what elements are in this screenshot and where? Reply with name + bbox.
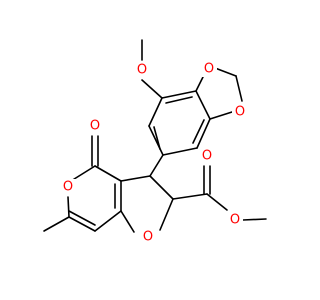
atom-labels: O O O O O O O O bbox=[60, 61, 248, 245]
bond-c6-methyl bbox=[43, 216, 70, 232]
bond-benzene-3 bbox=[196, 118, 211, 149]
bond-benzene-double-1 bbox=[165, 96, 193, 104]
bond-benzene-6 bbox=[148, 97, 163, 127]
dioxole-bottom-oxygen: O bbox=[232, 104, 248, 120]
bond-c3a-c4 bbox=[94, 165, 122, 182]
bond-benzene-double-3 bbox=[153, 126, 161, 150]
bond-ester-methyl bbox=[242, 218, 267, 221]
bond-c6-c7 bbox=[68, 216, 96, 232]
ketone-oxygen: O bbox=[87, 118, 103, 134]
bond-o1-c7a bbox=[120, 210, 135, 233]
bond-c6-c7-double bbox=[68, 210, 96, 226]
atom-label-o-ester-ether: O bbox=[230, 213, 240, 228]
bond-dioxole-1 bbox=[195, 76, 204, 92]
atom-label-o-ester-carbonyl: O bbox=[202, 149, 212, 164]
pyranone-ring-oxygen: O bbox=[60, 179, 76, 195]
dioxole-top-oxygen: O bbox=[201, 61, 217, 77]
bond-dioxole-4 bbox=[209, 111, 233, 120]
furan-ring-oxygen: O bbox=[140, 229, 156, 245]
bond-c3a-c3 bbox=[120, 175, 151, 182]
methoxy-oxygen: O bbox=[134, 62, 150, 78]
bond-benzene-5 bbox=[148, 125, 164, 156]
bond-c7-c7a bbox=[94, 210, 122, 232]
bond-c4-o5 bbox=[70, 165, 96, 182]
bond-benzene-2 bbox=[195, 90, 211, 120]
bond-c2-ester bbox=[172, 193, 208, 200]
atom-label-o-methoxy: O bbox=[137, 63, 147, 78]
bond-c3-c2 bbox=[149, 175, 174, 200]
ester-ether-oxygen: O bbox=[227, 212, 243, 228]
bond-dioxole-3 bbox=[235, 75, 243, 102]
bond-benzene-double-2 bbox=[192, 119, 205, 144]
atom-label-o-furan: O bbox=[143, 230, 153, 245]
ester-carbonyl-oxygen: O bbox=[199, 148, 215, 164]
bond-aryl-c3 bbox=[149, 154, 164, 177]
bond-c2-o1 bbox=[159, 198, 174, 231]
atom-label-o-ketone: O bbox=[90, 119, 100, 134]
atom-label-o-pyranone: O bbox=[63, 180, 73, 195]
atom-label-o-dioxole-bottom: O bbox=[235, 105, 245, 120]
bond-dioxole-2 bbox=[214, 67, 237, 77]
molecule-structure: O O O O O O O O bbox=[43, 39, 267, 245]
bond-ester-o bbox=[206, 193, 228, 211]
atom-label-o-dioxole-top: O bbox=[204, 62, 214, 77]
bond-o-aryl bbox=[141, 79, 163, 99]
bonds bbox=[43, 39, 267, 233]
bond-benzene-4 bbox=[162, 147, 198, 156]
bond-c6-o5 bbox=[67, 196, 70, 218]
bond-benzene-1 bbox=[161, 90, 197, 99]
